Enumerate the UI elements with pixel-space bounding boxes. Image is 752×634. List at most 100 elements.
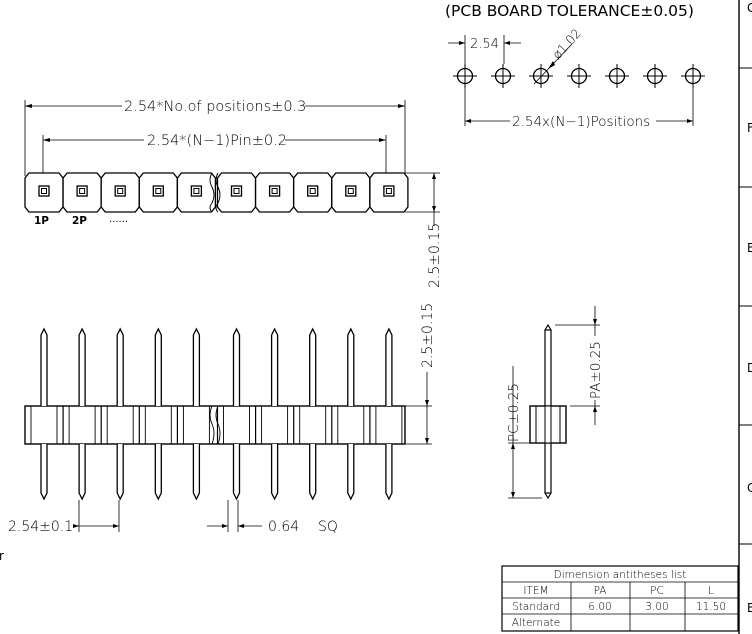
table-header-item: ITEM — [523, 585, 548, 597]
top-view-height-dim: 2.5±0.15 — [427, 223, 443, 288]
pin-size-unit: SQ — [318, 519, 338, 535]
pin-size-dim: 0.64 — [268, 519, 299, 535]
top-view-position — [62, 172, 102, 213]
pin-square-inner — [79, 188, 86, 194]
pin-span-dim: 2.54*(N−1)Pin±0.2 — [147, 133, 287, 149]
table-cell-standard-item: Standard — [512, 601, 560, 613]
top-view-position — [331, 172, 371, 213]
table-cell-alternate-item: Alternate — [512, 617, 560, 629]
pin-square-inner — [155, 188, 162, 194]
frame-zone-letters: G F E D C B — [747, 1, 752, 615]
pcb-hole — [453, 64, 477, 88]
pin-lower — [385, 444, 393, 501]
zone-letter-f: F — [747, 121, 752, 135]
pin-square-inner — [193, 188, 200, 194]
front-pin-segment — [255, 327, 289, 501]
front-view: 2.5±0.15 2.54±0.1 0.64 SQ — [8, 303, 436, 535]
top-view-position — [293, 172, 333, 213]
overall-length-dim: 2.54*No.of positions±0.3 — [124, 99, 306, 115]
pin-lower — [232, 444, 241, 501]
top-view-position — [100, 172, 140, 213]
left-edge-fragment: r — [0, 549, 4, 563]
pin-upper — [232, 327, 241, 406]
pin-upper — [154, 327, 162, 406]
zone-letter-d: D — [747, 361, 752, 375]
front-pin-segment — [62, 327, 96, 501]
pcb-hole-pattern: 2.54 ø1.02 2.54x(N−1)Positions — [448, 26, 705, 130]
zone-letter-g: G — [747, 1, 752, 15]
table-header-pc: PC — [650, 585, 664, 597]
top-view: 2.54*No.of positions±0.3 2.54*(N−1)Pin±0… — [24, 99, 443, 288]
pin-upper — [309, 327, 317, 406]
table-header-l: L — [708, 585, 714, 597]
hole-pitch-label: 2.54 — [470, 37, 499, 52]
pin-lower — [116, 444, 124, 501]
pcb-hole — [567, 64, 591, 88]
front-pin-segment — [176, 327, 210, 501]
pin-square-inner — [41, 188, 47, 194]
zone-letter-b: B — [747, 601, 752, 615]
pin-lower — [78, 444, 86, 501]
pin-upper — [347, 327, 355, 406]
hole-span-label: 2.54x(N−1)Positions — [512, 114, 650, 130]
pcb-holes — [453, 64, 705, 88]
top-view-housings — [24, 172, 409, 213]
pin-lower — [270, 444, 279, 501]
table-cell-standard-pc: 3.00 — [645, 601, 668, 613]
pin-lower — [40, 444, 48, 501]
pcb-hole — [681, 64, 705, 88]
front-pin-segment — [30, 327, 58, 501]
pin-upper — [40, 327, 48, 406]
top-view-position — [254, 172, 295, 213]
pin-lower — [309, 444, 317, 501]
pin-upper — [192, 327, 201, 406]
label-2p: 2P — [72, 215, 87, 227]
pcb-hole — [605, 64, 629, 88]
table-header-pa: PA — [594, 585, 607, 597]
table-title: Dimension antitheses list — [554, 569, 687, 581]
front-view-top-dim: 2.5±0.15 — [420, 303, 436, 368]
pc-dim: PC±0.25 — [506, 383, 522, 442]
front-pin-segment — [100, 327, 134, 501]
pcb-hole — [643, 64, 667, 88]
pcb-tolerance-note: (PCB BOARD TOLERANCE±0.05) — [445, 2, 694, 20]
hole-diameter-label: ø1.02 — [549, 26, 584, 62]
front-pin-segment — [138, 327, 172, 501]
pcb-hole — [491, 64, 515, 88]
pin-lower — [347, 444, 355, 501]
pcb-hole — [529, 64, 553, 88]
pin-square-inner — [347, 188, 354, 194]
front-view-body — [24, 327, 406, 501]
front-housing — [24, 405, 406, 445]
pin-square-inner — [385, 188, 392, 194]
pin-upper — [78, 327, 86, 406]
zone-letter-c: C — [747, 481, 752, 495]
pin-square-inner — [117, 188, 124, 194]
pin-upper — [270, 327, 279, 406]
side-view: PA±0.25 PC±0.25 — [506, 306, 604, 500]
pa-dim: PA±0.25 — [588, 341, 604, 399]
top-view-position — [138, 172, 178, 213]
front-pin-segment — [293, 327, 327, 501]
pin-upper — [116, 327, 124, 406]
top-view-position — [216, 172, 257, 213]
pin-square-inner — [271, 188, 278, 194]
top-view-position — [24, 172, 64, 213]
pin-square-inner — [233, 188, 240, 194]
label-1p: 1P — [34, 215, 49, 227]
top-view-position — [369, 172, 409, 213]
table-cell-standard-l: 11.50 — [696, 601, 726, 613]
front-pin-segment — [331, 327, 365, 501]
table-cell-standard-pa: 6.00 — [588, 601, 611, 613]
pin-square-inner — [309, 188, 316, 194]
front-pin-segment — [369, 327, 403, 501]
zone-letter-e: E — [747, 241, 752, 255]
label-more: ...... — [109, 214, 128, 225]
front-pin-segment — [216, 327, 250, 501]
pin-lower — [192, 444, 201, 501]
pin-lower — [154, 444, 162, 501]
dimension-table: Dimension antitheses list ITEM PA PC L S… — [501, 565, 739, 632]
frame-border — [738, 0, 752, 634]
pin-upper — [385, 327, 393, 406]
